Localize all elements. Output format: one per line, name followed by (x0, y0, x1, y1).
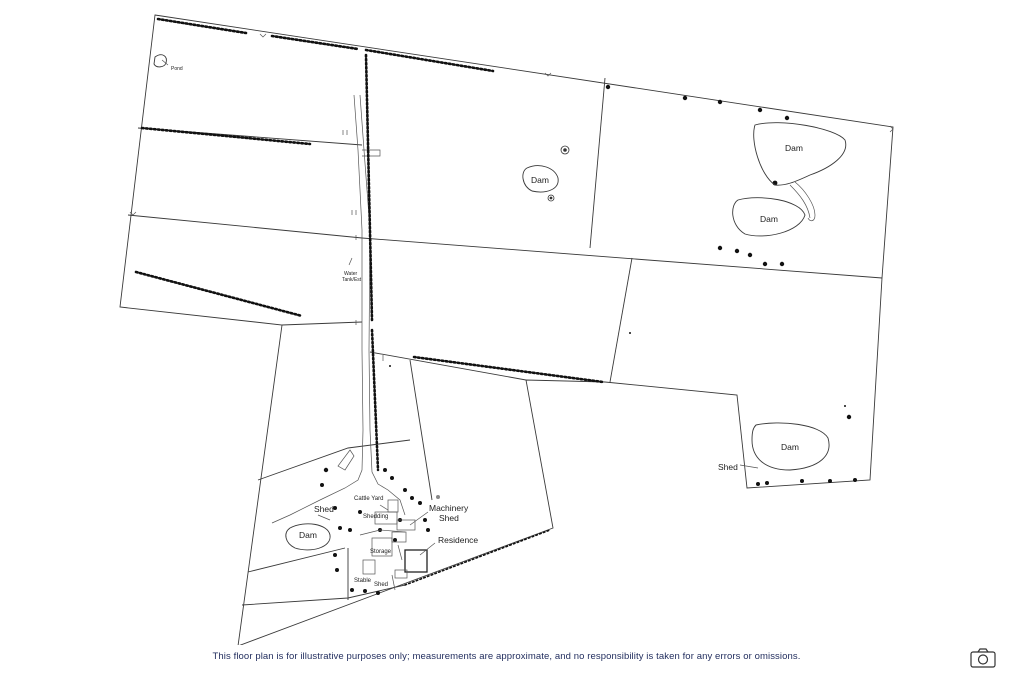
camera-button[interactable] (970, 648, 996, 668)
label-shedding: Shedding (363, 514, 388, 520)
label-machinery-shed: Machinery (429, 503, 469, 513)
label-leaders (161, 59, 759, 556)
paddock-fences (127, 77, 883, 606)
ornament-trees (547, 145, 570, 202)
label-cattle-yard: Cattle Yard (354, 496, 383, 502)
label-dam: Dam (531, 175, 549, 185)
dam-shape (751, 422, 830, 471)
dam-shape (732, 197, 806, 237)
label-shed: Shed (374, 582, 388, 588)
label-storage: Storage (370, 549, 392, 555)
dam-shape (285, 523, 331, 551)
dam-shape (522, 165, 559, 193)
site-plan: Pond Dam Dam Dam Dam Dam Shed Shed Cattl… (119, 14, 894, 645)
label-residence: Residence (438, 535, 478, 545)
label-shed: Shed (314, 504, 334, 514)
label-pond: Pond (171, 66, 183, 72)
building-cluster (359, 499, 428, 591)
label-dam: Dam (760, 214, 778, 224)
label-water-tank: Tank/Est (342, 277, 362, 283)
label-stable: Stable (354, 578, 372, 584)
label-machinery-shed: Shed (439, 513, 459, 523)
property-boundary (119, 14, 894, 645)
label-dam: Dam (785, 143, 803, 153)
tree-lines (134, 17, 605, 586)
dam-shape (753, 122, 847, 186)
label-shed: Shed (718, 462, 738, 472)
gate-markers (129, 33, 894, 361)
label-water-tank: Water (344, 271, 357, 277)
camera-icon (970, 648, 996, 668)
label-dam: Dam (781, 442, 799, 452)
pond-shape (153, 54, 167, 68)
water-bodies (153, 54, 847, 551)
driveway (271, 94, 406, 524)
label-dam: Dam (299, 530, 317, 540)
trees (320, 84, 857, 595)
disclaimer-text: This floor plan is for illustrative purp… (212, 651, 801, 662)
